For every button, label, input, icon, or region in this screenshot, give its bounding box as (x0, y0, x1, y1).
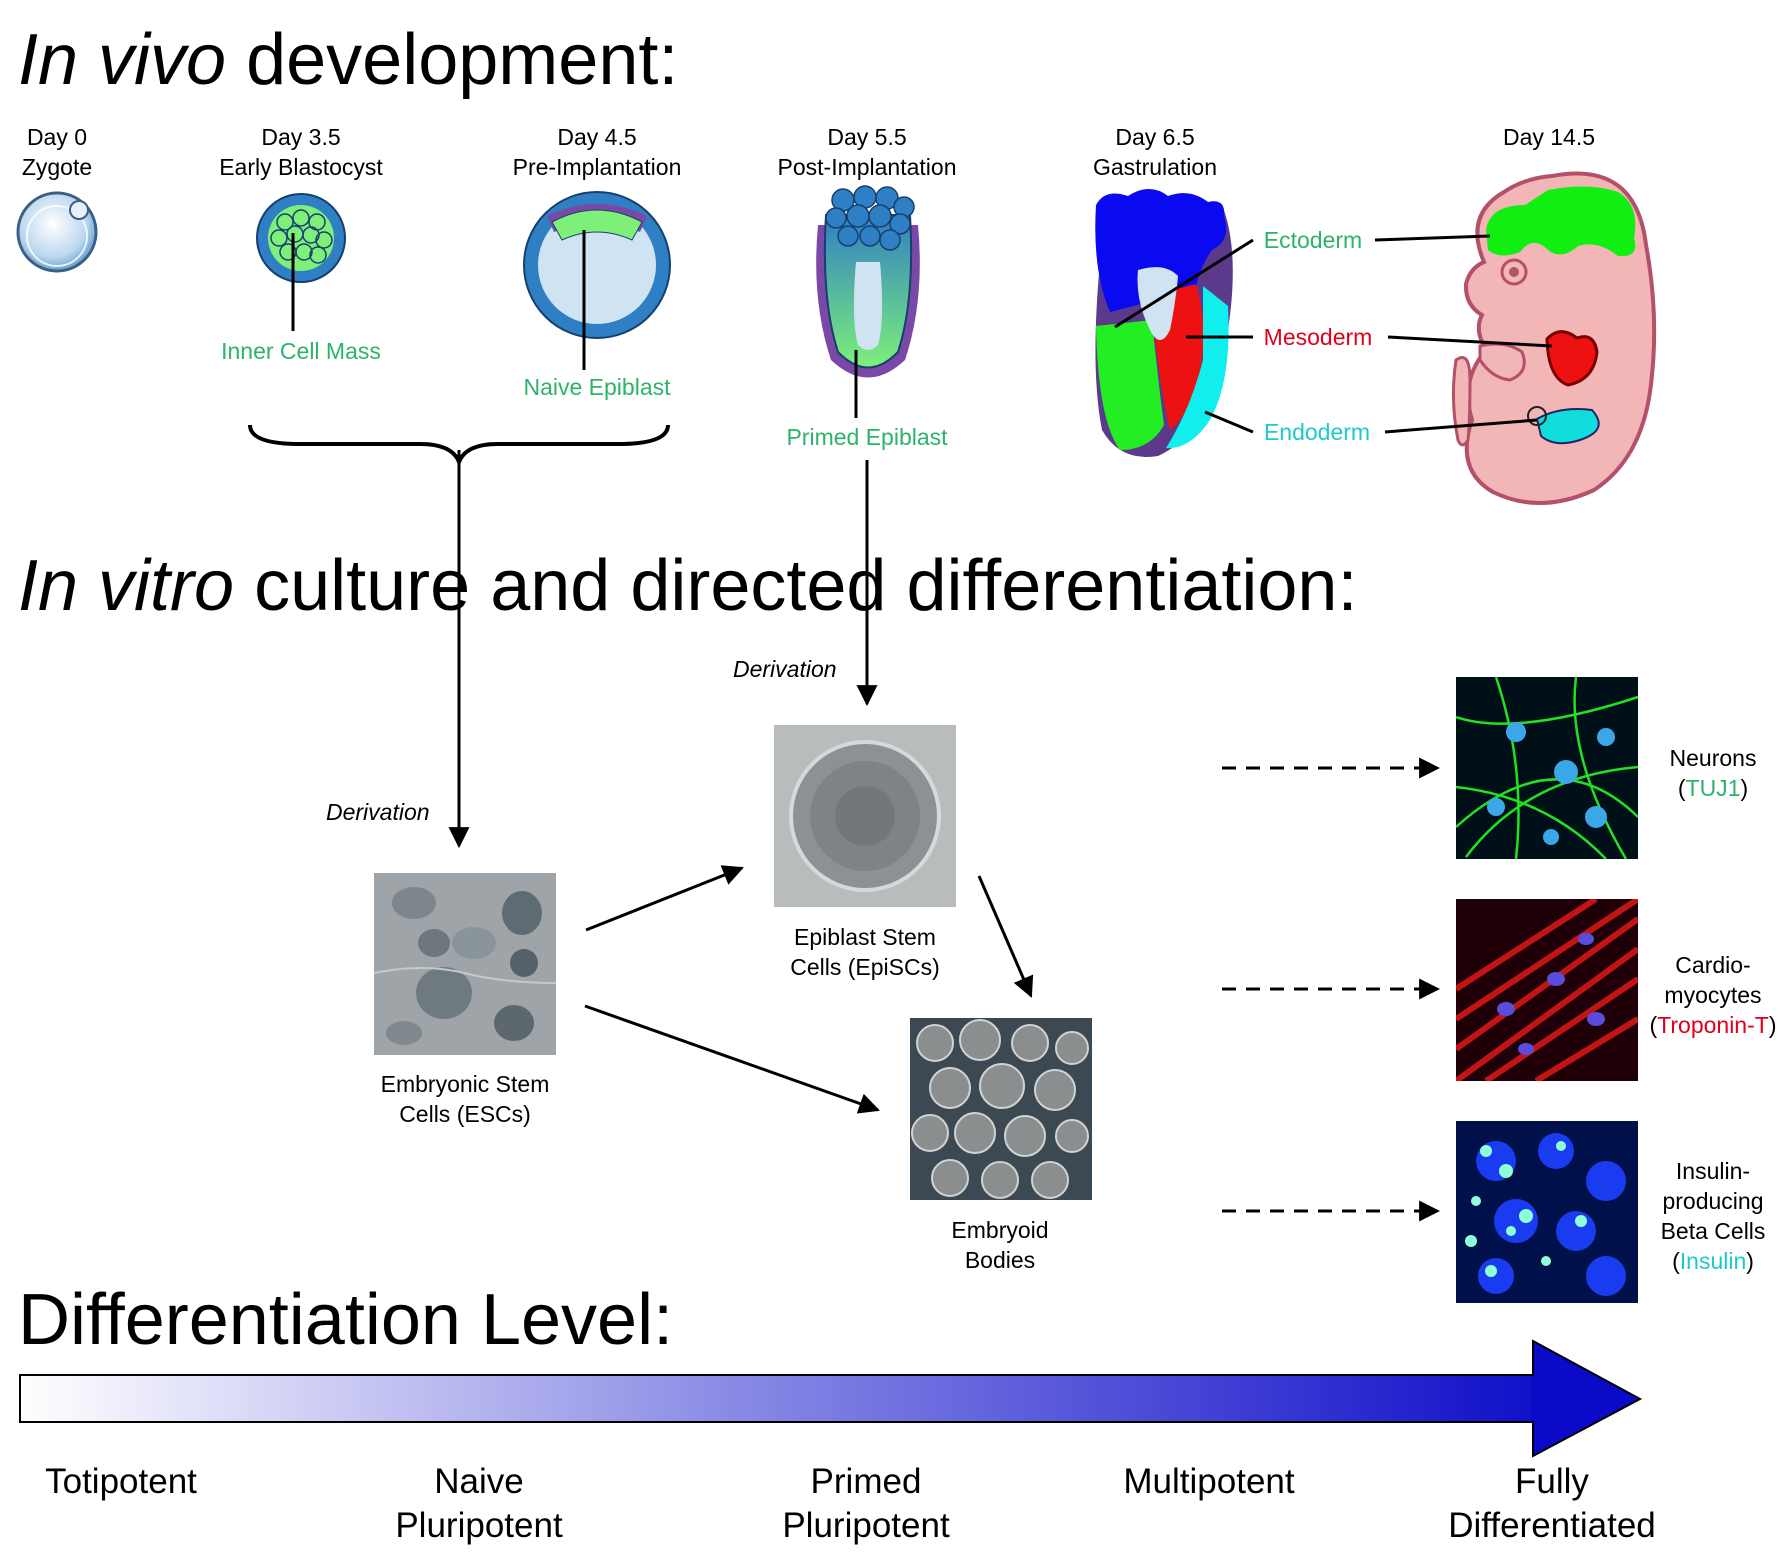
endoderm-label: Endoderm (1263, 419, 1371, 445)
heading-in-vitro: In vitro culture and directed differenti… (18, 546, 1358, 626)
derivation-label-episc: Derivation (733, 656, 837, 682)
primed-epiblast-label: Primed Epiblast (786, 424, 948, 450)
tuj1-marker: TUJ1 (1685, 775, 1741, 801)
neurons-image (1456, 677, 1638, 859)
beta-cells-image (1456, 1121, 1638, 1303)
endoderm-pointer (1204, 410, 1254, 434)
esc-to-eb-arrow (584, 1004, 880, 1114)
esc-to-episc-arrow (585, 865, 744, 932)
episc-colony-image (774, 725, 956, 907)
naive-epiblast-label: Naive Epiblast (523, 374, 671, 400)
mesoderm-pointer-embryo (1387, 335, 1553, 348)
ectoderm-pointer-embryo (1374, 234, 1491, 242)
gastrulation-illustration (1095, 189, 1233, 457)
inner-cell-mass-label: Inner Cell Mass (221, 338, 381, 364)
heading-differentiation-level: Differentiation Level: (18, 1280, 674, 1360)
zygote-illustration (16, 191, 98, 273)
troponin-marker: Troponin-T (1657, 1012, 1769, 1038)
heading-in-vivo: In vivo development: (18, 20, 679, 100)
endoderm-pointer-embryo (1384, 418, 1538, 434)
ectoderm-label: Ectoderm (1263, 227, 1363, 253)
differentiation-level-arrow (19, 1339, 1643, 1458)
level-totipotent: Totipotent (45, 1462, 197, 1501)
early-blastocyst-illustration (256, 193, 346, 283)
level-multipotent: Multipotent (1123, 1462, 1295, 1501)
ectoderm-pointer (1114, 238, 1254, 329)
day-14-5-embryo-illustration (1451, 171, 1657, 505)
stage-day-14-5-label: Day 14.5 (1502, 124, 1596, 150)
neurons-label: Neurons (TUJ1) (1669, 745, 1757, 801)
pre-implantation-illustration (523, 191, 671, 339)
insulin-marker: Insulin (1679, 1248, 1747, 1274)
beta-cells-label: Insulin- producing Beta Cells (Insulin) (1660, 1158, 1766, 1274)
esc-colony-image (374, 873, 556, 1055)
cardiomyocytes-label: Cardio- myocytes (Troponin-T) (1649, 952, 1777, 1038)
cardiomyocytes-image (1456, 899, 1638, 1081)
derivation-label-esc: Derivation (326, 799, 430, 825)
embryoid-bodies-image (910, 1018, 1092, 1200)
mesoderm-label: Mesoderm (1263, 324, 1373, 350)
post-implantation-illustration (816, 185, 920, 378)
episc-to-eb-arrow (977, 875, 1034, 998)
